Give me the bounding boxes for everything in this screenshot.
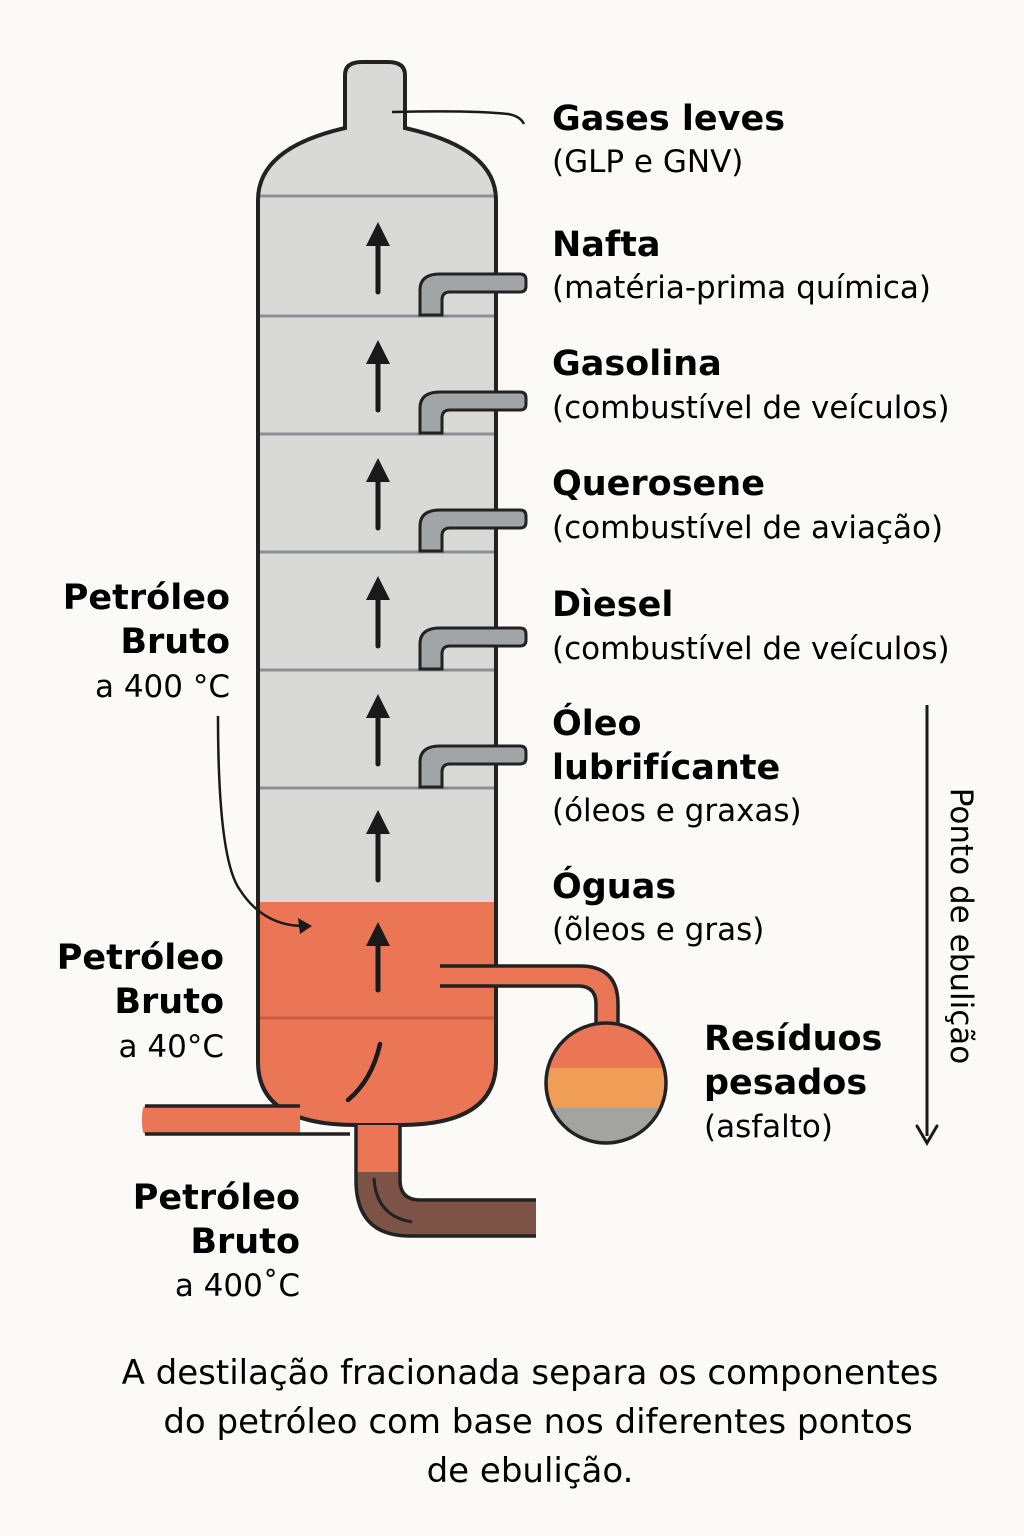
tray-lines	[258, 194, 496, 1020]
caption-line-2: do petróleo com base nos diferentes pont…	[163, 1402, 912, 1442]
feed-label-1-line2: Bruto	[120, 622, 230, 662]
arrow-down-icon	[915, 705, 939, 1146]
outlet-pipes	[418, 272, 528, 789]
feed-pipe-left	[142, 1104, 350, 1136]
fraction-name-oguas: Óguas	[552, 865, 676, 907]
residue-desc: (asfalto)	[704, 1109, 833, 1145]
boiling-point-axis-label: Ponto de ebulição	[943, 788, 979, 1064]
feed-label-3-line1: Petróleo	[133, 1178, 300, 1218]
feed-label-1-line1: Petróleo	[63, 578, 230, 618]
residue-pipe	[440, 964, 620, 1030]
caption: A destilação fracionada separa os compon…	[122, 1353, 939, 1491]
outlet-pipe-diesel	[418, 626, 528, 671]
caption-line-3: de ebulição.	[427, 1451, 634, 1491]
arrow-up-icon	[366, 340, 390, 413]
fraction-desc-gasolina: (combustível de veículos)	[552, 390, 950, 426]
feed-label-3-temp: a 400˚C	[175, 1268, 300, 1304]
vapor-arrows	[366, 222, 390, 993]
fraction-name-oleo-line2: lubrifícante	[552, 748, 780, 788]
fraction-name-querosene: Querosene	[552, 464, 765, 504]
arrow-up-icon	[366, 576, 390, 649]
arrow-up-icon	[366, 810, 390, 883]
feed-label-2-line2: Bruto	[114, 982, 224, 1022]
feed-label-3-line2: Bruto	[190, 1222, 300, 1262]
outlet-pipe-querosene	[418, 508, 528, 553]
residue-name-line1: Resíduos	[704, 1019, 882, 1059]
arrow-up-icon	[366, 222, 390, 295]
feed-curved-arrow	[216, 715, 312, 934]
outlet-pipe-oleo	[418, 744, 528, 789]
caption-line-1: A destilação fracionada separa os compon…	[122, 1353, 939, 1393]
flow-swirl	[345, 1041, 383, 1103]
fraction-labels: Gases leves (GLP e GNV) Nafta (matéria-p…	[552, 99, 950, 1145]
fraction-name-diesel: Dìesel	[552, 585, 673, 625]
outlet-pipe-nafta	[418, 272, 528, 317]
feed-label-1-temp: a 400 °C	[95, 669, 230, 705]
fraction-desc-nafta: (matéria-prima química)	[552, 270, 931, 306]
arrow-up-icon	[366, 922, 390, 993]
fraction-desc-querosene: (combustível de aviação)	[552, 510, 943, 546]
residue-name-line2: pesados	[704, 1063, 867, 1103]
fraction-name-oleo-line1: Óleo	[552, 702, 642, 744]
fraction-desc-oguas: (õleos e gras)	[552, 912, 764, 948]
fraction-name-gases: Gases leves	[552, 99, 785, 139]
residue-vessel	[544, 1021, 668, 1145]
outlet-pipe-gasolina	[418, 390, 528, 435]
feed-labels: Petróleo Bruto a 400 °C Petróleo Bruto a…	[57, 578, 300, 1304]
feed-label-2-line1: Petróleo	[57, 938, 224, 978]
fraction-name-nafta: Nafta	[552, 225, 661, 265]
feed-label-2-temp: a 40°C	[119, 1029, 224, 1065]
bottom-pipe	[354, 1125, 536, 1238]
fraction-name-gasolina: Gasolina	[552, 344, 722, 384]
gases-leader-line	[391, 110, 526, 125]
fraction-desc-gases: (GLP e GNV)	[552, 144, 743, 180]
fraction-desc-oleo: (óleos e graxas)	[552, 793, 802, 829]
arrow-up-icon	[366, 458, 390, 531]
fraction-desc-diesel: (combustível de veículos)	[552, 631, 950, 667]
arrow-up-icon	[366, 694, 390, 767]
